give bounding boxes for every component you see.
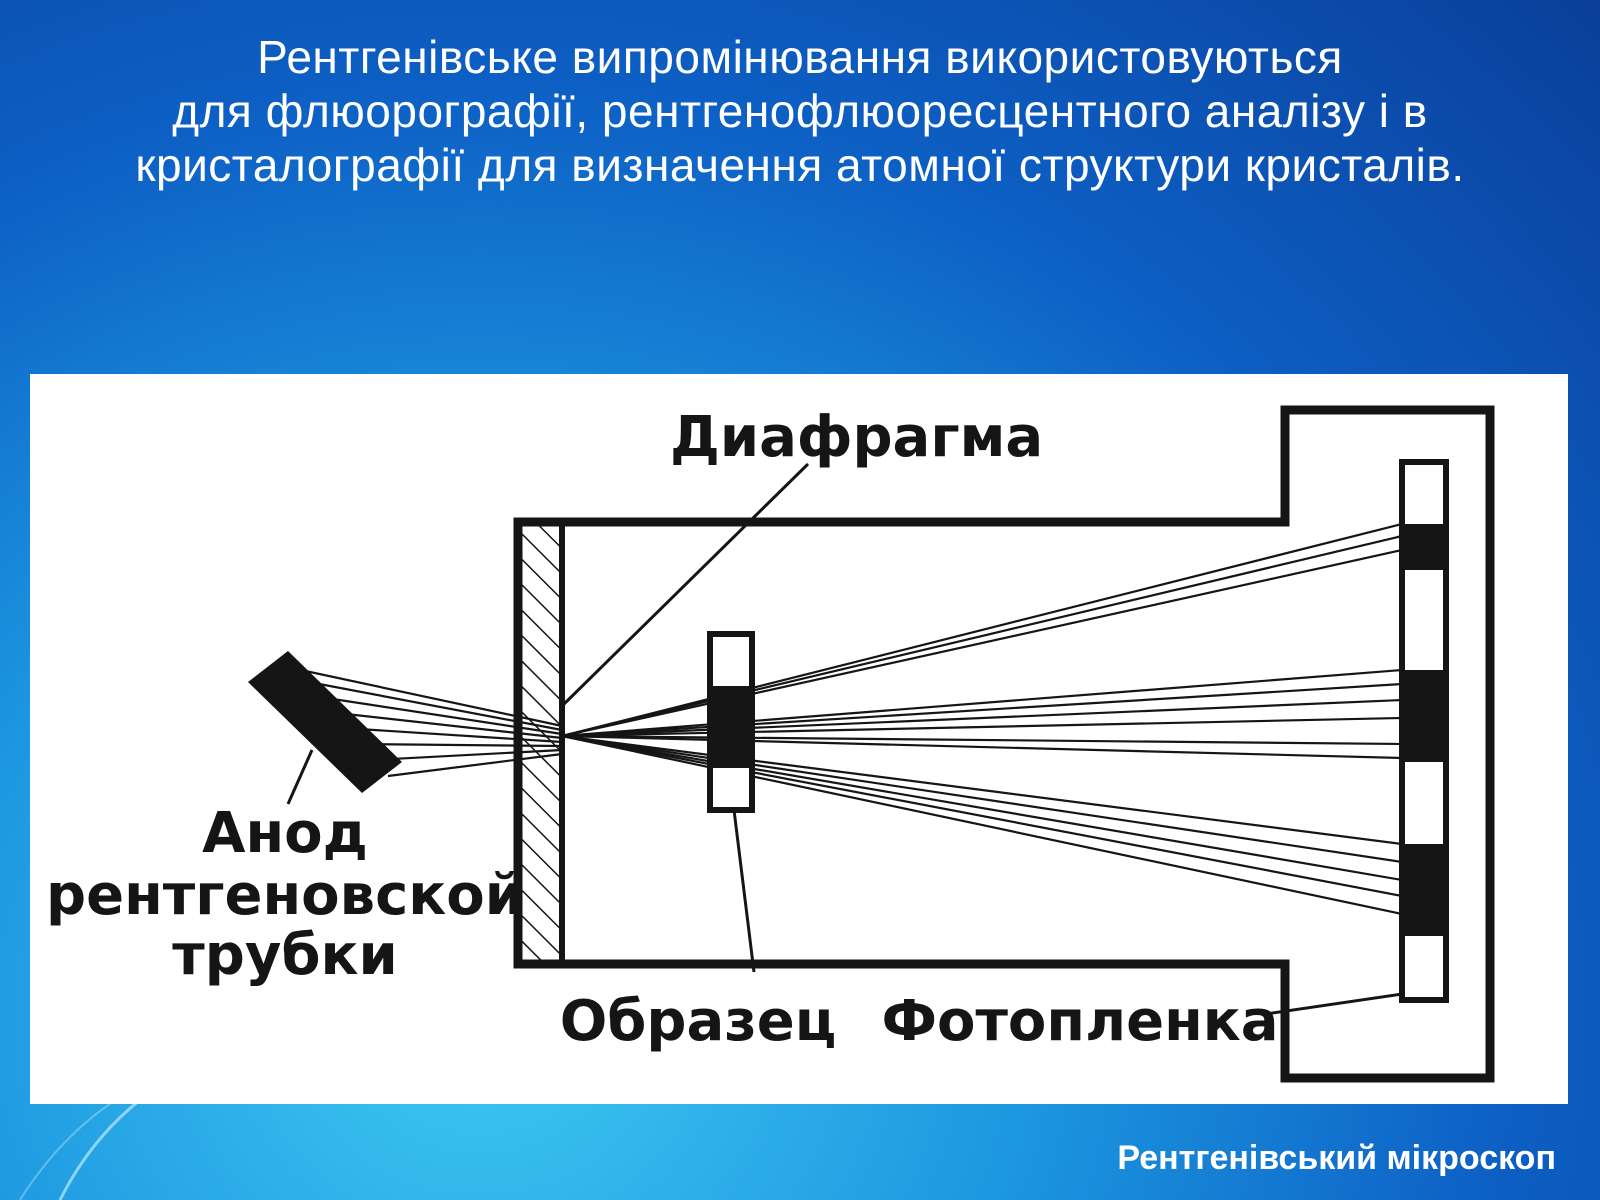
xray-diagram-panel: Диафрагма Анод рентгеновской трубки Обра… [30,374,1568,1104]
label-film: Фотопленка [881,989,1278,1054]
label-anode-line-1: Анод [202,801,368,866]
film-band-1 [1402,524,1446,570]
camera-housing [513,405,1495,1083]
incoming-rays [281,664,563,778]
label-anode-line-2: рентгеновской [46,863,524,928]
title-line-3: кристалографії для визначення атомної ст… [135,139,1465,191]
slide-caption: Рентгенівський мікроскоп [1117,1139,1556,1177]
slide-title: Рентгенівське випромінювання використову… [40,30,1560,192]
label-sample: Образец [560,989,837,1054]
sample-crystal [710,686,752,768]
diaphragm [515,519,565,967]
xray-diagram: Диафрагма Анод рентгеновской трубки Обра… [46,405,1495,1083]
leader-lines [286,462,1403,1016]
label-anode-line-3: трубки [172,923,397,988]
label-diaphragm: Диафрагма [670,405,1043,470]
film-band-2 [1402,670,1446,762]
diffracted-rays [561,522,1403,916]
title-line-2: для флюорографії, рентгенофлюоресцентног… [172,85,1428,137]
title-line-1: Рентгенівське випромінювання використову… [257,31,1343,83]
anode-plate [248,651,402,793]
film-band-3 [1402,844,1446,936]
